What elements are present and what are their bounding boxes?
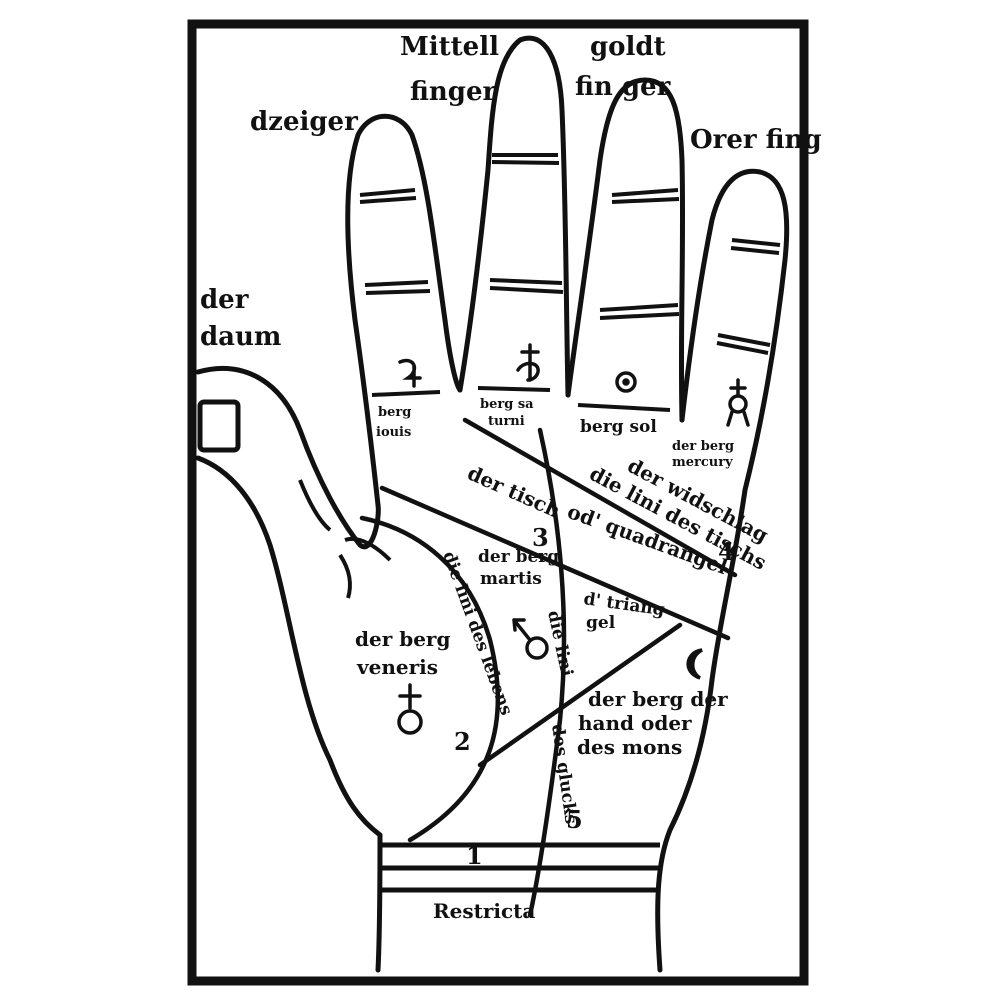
label-middle-finger-2: finger	[410, 77, 497, 107]
woodcut-frame	[187, 19, 809, 986]
jupiter-icon	[398, 358, 422, 388]
label-mount-mars-2: martis	[480, 569, 542, 589]
hand-outline	[195, 35, 790, 973]
label-thumb-1: der	[200, 285, 249, 315]
label-fortune-line-1: die lini	[543, 609, 577, 679]
label-little-finger: Orer fing	[690, 125, 822, 155]
label-mount-mercury-1: der berg	[672, 439, 734, 454]
label-mount-sol: berg sol	[580, 417, 657, 437]
label-mount-mars-1: der berg	[478, 547, 559, 567]
number-2: 2	[454, 727, 471, 756]
moon-icon	[686, 648, 703, 680]
label-thumb-2: daum	[200, 322, 281, 352]
saturn-icon	[516, 343, 540, 382]
finger-creases	[298, 153, 781, 599]
number-1: 1	[466, 841, 483, 870]
label-mount-mercury-2: mercury	[672, 455, 733, 470]
label-triangle-2: gel	[586, 613, 616, 633]
fortune-line	[527, 427, 567, 918]
label-mount-jupiter-1: berg	[378, 405, 411, 420]
number-5: 5	[566, 805, 583, 834]
label-index-finger: dzeiger	[250, 107, 358, 137]
label-mount-saturn-1: berg sa	[480, 397, 534, 412]
label-ring-finger-1: goldt	[590, 32, 666, 62]
label-mount-moon-1: der berg der	[588, 687, 728, 711]
mars-icon	[512, 618, 549, 660]
label-mount-jupiter-2: iouis	[376, 425, 411, 440]
label-mount-venus-2: veneris	[356, 655, 438, 679]
mercury-icon	[726, 378, 750, 427]
wrist-bands	[380, 842, 660, 893]
label-ring-finger-2: fin ger	[575, 72, 671, 102]
triangle-line	[477, 622, 683, 768]
label-mount-venus-1: der berg	[355, 627, 450, 651]
label-mount-moon-3: des mons	[577, 735, 682, 759]
sun-icon	[615, 371, 637, 393]
table-line	[379, 485, 731, 641]
line-of-stomach	[462, 417, 738, 578]
venus-icon	[397, 683, 423, 735]
life-line	[359, 515, 501, 843]
label-mount-saturn-2: turni	[488, 414, 525, 429]
label-restricta: Restricta	[433, 899, 535, 923]
number-4: 4	[718, 537, 735, 566]
palm-lines	[359, 417, 738, 918]
label-middle-finger-1: Mittell	[400, 32, 499, 62]
label-mount-moon-2: hand oder	[578, 711, 692, 735]
number-3: 3	[532, 523, 549, 552]
